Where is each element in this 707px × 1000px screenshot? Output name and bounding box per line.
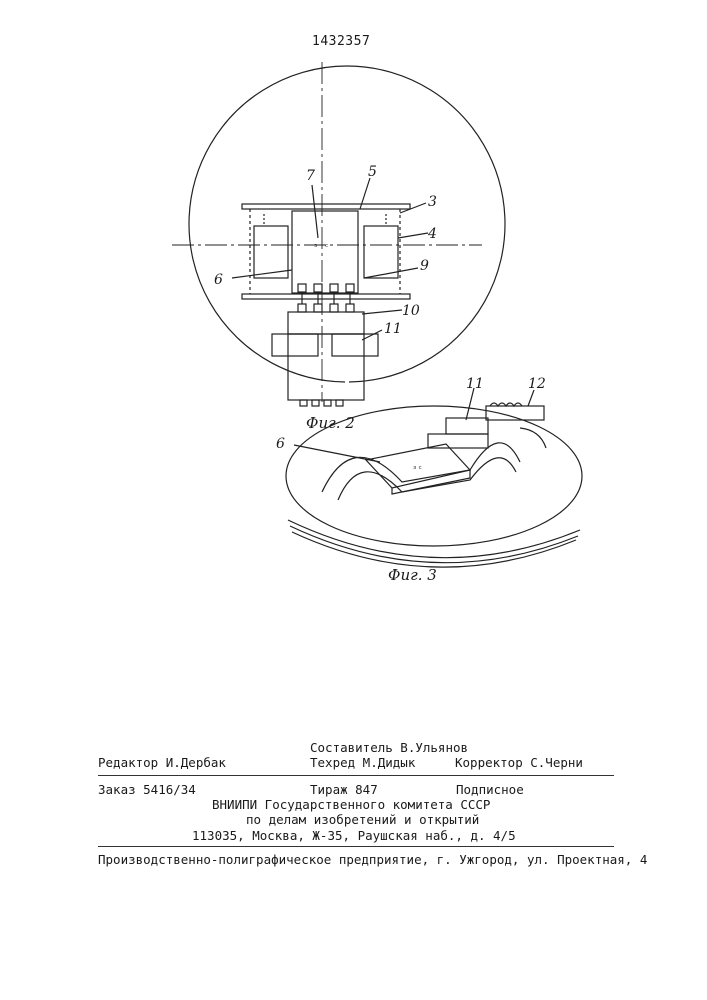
- institute-line-1: ВНИИПИ Государственного комитета СССР: [212, 797, 490, 812]
- fig3-caption: Фиг. 3: [388, 566, 437, 584]
- figure-2: ᶟ ᶜ: [172, 62, 505, 406]
- fig2-label-11: 11: [384, 321, 402, 337]
- compiler: Составитель В.Ульянов: [310, 740, 468, 755]
- fig2-label-3: 3: [428, 194, 437, 210]
- fig2-label-10: 10: [402, 303, 420, 319]
- wafer-circle: [189, 66, 505, 382]
- fig3-label-12: 12: [528, 376, 546, 392]
- fig2-label-9: 9: [420, 258, 429, 274]
- divider-2: [98, 846, 614, 847]
- techred: Техред М.Дидык: [310, 755, 415, 770]
- svg-text:ᶟᶜ: ᶟᶜ: [412, 465, 423, 475]
- svg-text:ᶟ ᶜ: ᶟ ᶜ: [313, 243, 329, 253]
- fig3-label-6: 6: [276, 436, 285, 452]
- editor: Редактор И.Дербак: [98, 755, 226, 770]
- fig2-caption: Фиг. 2: [306, 414, 355, 432]
- address: 113035, Москва, Ж-35, Раушская наб., д. …: [192, 828, 516, 843]
- fig3-label-11: 11: [466, 376, 484, 392]
- circulation: Тираж 847: [310, 782, 378, 797]
- corrector: Корректор С.Черни: [455, 755, 583, 770]
- subscription: Подписное: [456, 782, 524, 797]
- order: Заказ 5416/34: [98, 782, 196, 797]
- fig2-label-4: 4: [428, 226, 437, 242]
- divider-1: [98, 775, 614, 776]
- institute-line-2: по делам изобретений и открытий: [246, 812, 479, 827]
- side-pad-right: [364, 226, 398, 278]
- figure-drawings: ᶟ ᶜ: [0, 0, 707, 600]
- fig2-label-6: 6: [214, 272, 223, 288]
- side-pad-left: [254, 226, 288, 278]
- printer: Производственно-полиграфическое предприя…: [98, 852, 647, 867]
- fig2-label-5: 5: [368, 164, 377, 180]
- fig2-label-7: 7: [306, 168, 315, 184]
